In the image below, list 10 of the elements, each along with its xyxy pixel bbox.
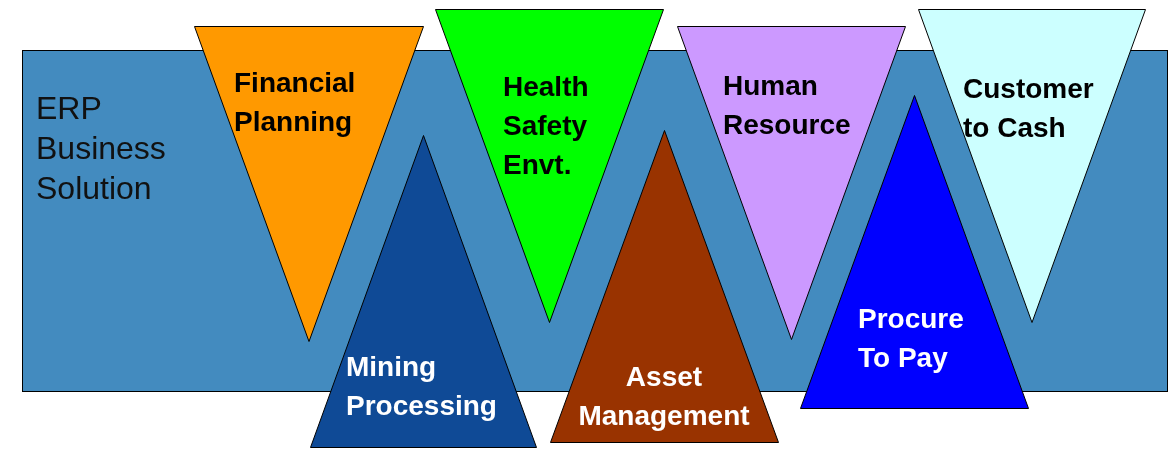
down-triangle: [435, 9, 664, 323]
module-label: Human Resource: [723, 69, 852, 142]
module-label: Mining Processing: [346, 350, 498, 423]
module-label: Financial Planning: [234, 66, 357, 139]
band-title: ERP Business Solution: [36, 89, 167, 208]
down-triangle: [194, 26, 424, 342]
module-label: Health Safety Envt.: [503, 70, 590, 182]
module-label: Customer to Cash: [963, 72, 1095, 145]
module-label: Procure To Pay: [858, 302, 965, 375]
module-label: Asset Management: [577, 360, 751, 433]
